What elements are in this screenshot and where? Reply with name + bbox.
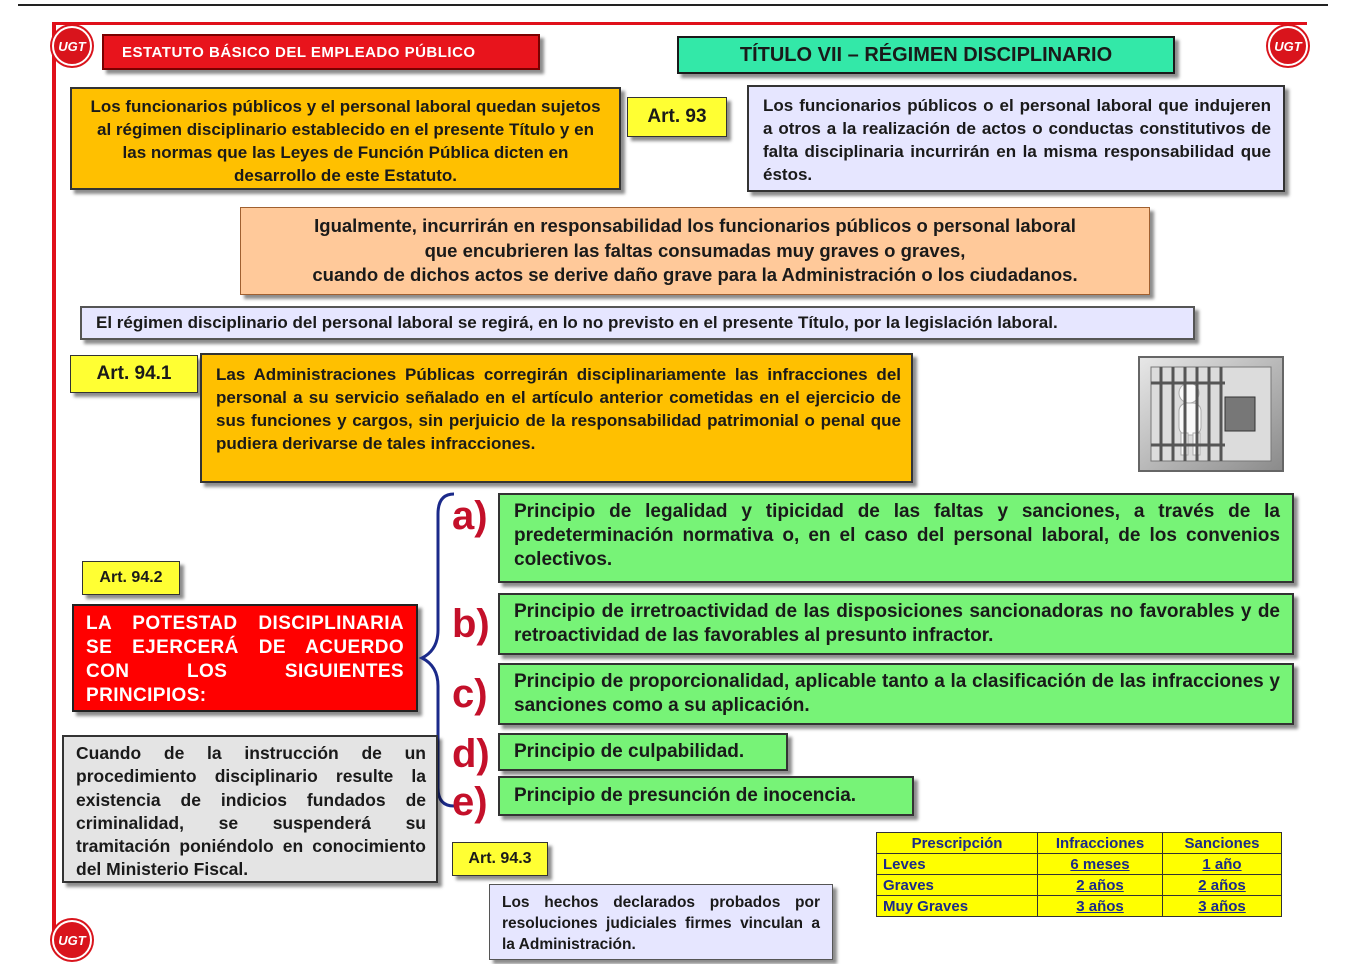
table-cell: 6 meses xyxy=(1037,853,1163,875)
prescription-table: Prescripción Infracciones Sanciones Leve… xyxy=(876,832,1282,917)
table-header: Sanciones xyxy=(1162,832,1282,854)
art94-1-box: Las Administraciones Públicas corregirán… xyxy=(200,353,913,483)
brace-icon xyxy=(418,492,455,808)
table-cell: 2 años xyxy=(1037,874,1163,896)
principle-letter-d: d) xyxy=(452,732,490,776)
table-cell: Muy Graves xyxy=(876,895,1038,917)
art94-2-heading-box: LA POTESTAD DISCIPLINARIA SE EJERCERÁ DE… xyxy=(72,604,418,712)
orange-line-1: Igualmente, incurrirán en responsabilida… xyxy=(314,215,1076,236)
red-frame-top xyxy=(52,22,1307,25)
table-header-row: Prescripción Infracciones Sanciones xyxy=(876,832,1282,854)
header-left-banner: ESTATUTO BÁSICO DEL EMPLEADO PÚBLICO xyxy=(102,34,540,70)
principle-b-box: Principio de irretroactividad de las dis… xyxy=(498,593,1294,655)
principle-letter-e: e) xyxy=(452,780,488,824)
principle-c-box: Principio de proporcionalidad, aplicable… xyxy=(498,663,1294,725)
principle-letter-a: a) xyxy=(452,494,488,538)
table-cell: 2 años xyxy=(1162,874,1282,896)
art94-3-box: Cuando de la instrucción de un procedimi… xyxy=(62,735,438,883)
orange-line-2: que encubrieren las faltas consumadas mu… xyxy=(424,239,966,261)
table-row: Leves 6 meses 1 año xyxy=(876,853,1282,875)
judicial-note-box: Los hechos declarados probados por resol… xyxy=(489,884,833,960)
principle-a-box: Principio de legalidad y tipicidad de la… xyxy=(498,493,1294,583)
ugt-logo-icon: UGT xyxy=(52,920,92,960)
ugt-logo-icon: UGT xyxy=(52,26,92,66)
art93-left-box: Los funcionarios públicos y el personal … xyxy=(70,87,621,190)
art93-orange-box: Igualmente, incurrirán en responsabilida… xyxy=(240,207,1150,295)
principle-e-box: Principio de presunción de inocencia. xyxy=(498,776,914,816)
art94-1-tag: Art. 94.1 xyxy=(70,355,198,393)
prison-cell-icon xyxy=(1137,353,1285,475)
table-cell: Graves xyxy=(876,874,1038,896)
table-row: Graves 2 años 2 años xyxy=(876,874,1282,896)
table-cell: 3 años xyxy=(1037,895,1163,917)
table-header: Prescripción xyxy=(876,832,1038,854)
table-row: Muy Graves 3 años 3 años xyxy=(876,895,1282,917)
ugt-logo-icon: UGT xyxy=(1268,26,1308,66)
table-cell: Leves xyxy=(876,853,1038,875)
principle-d-box: Principio de culpabilidad. xyxy=(498,733,788,771)
table-header: Infracciones xyxy=(1037,832,1163,854)
art93-tag: Art. 93 xyxy=(627,97,727,137)
red-frame-left xyxy=(52,22,56,942)
art94-2-tag: Art. 94.2 xyxy=(82,561,180,595)
principle-letter-b: b) xyxy=(452,602,490,646)
orange-line-3: cuando de dichos actos se derive daño gr… xyxy=(312,264,1078,285)
top-rule xyxy=(18,4,1328,6)
page-title: TÍTULO VII – RÉGIMEN DISCIPLINARIO xyxy=(677,36,1175,74)
laboral-note: El régimen disciplinario del personal la… xyxy=(80,306,1195,340)
table-cell: 1 año xyxy=(1162,853,1282,875)
art94-3-tag: Art. 94.3 xyxy=(452,842,548,876)
table-cell: 3 años xyxy=(1162,895,1282,917)
principle-letter-c: c) xyxy=(452,672,488,716)
art93-right-box: Los funcionarios públicos o el personal … xyxy=(747,85,1285,192)
